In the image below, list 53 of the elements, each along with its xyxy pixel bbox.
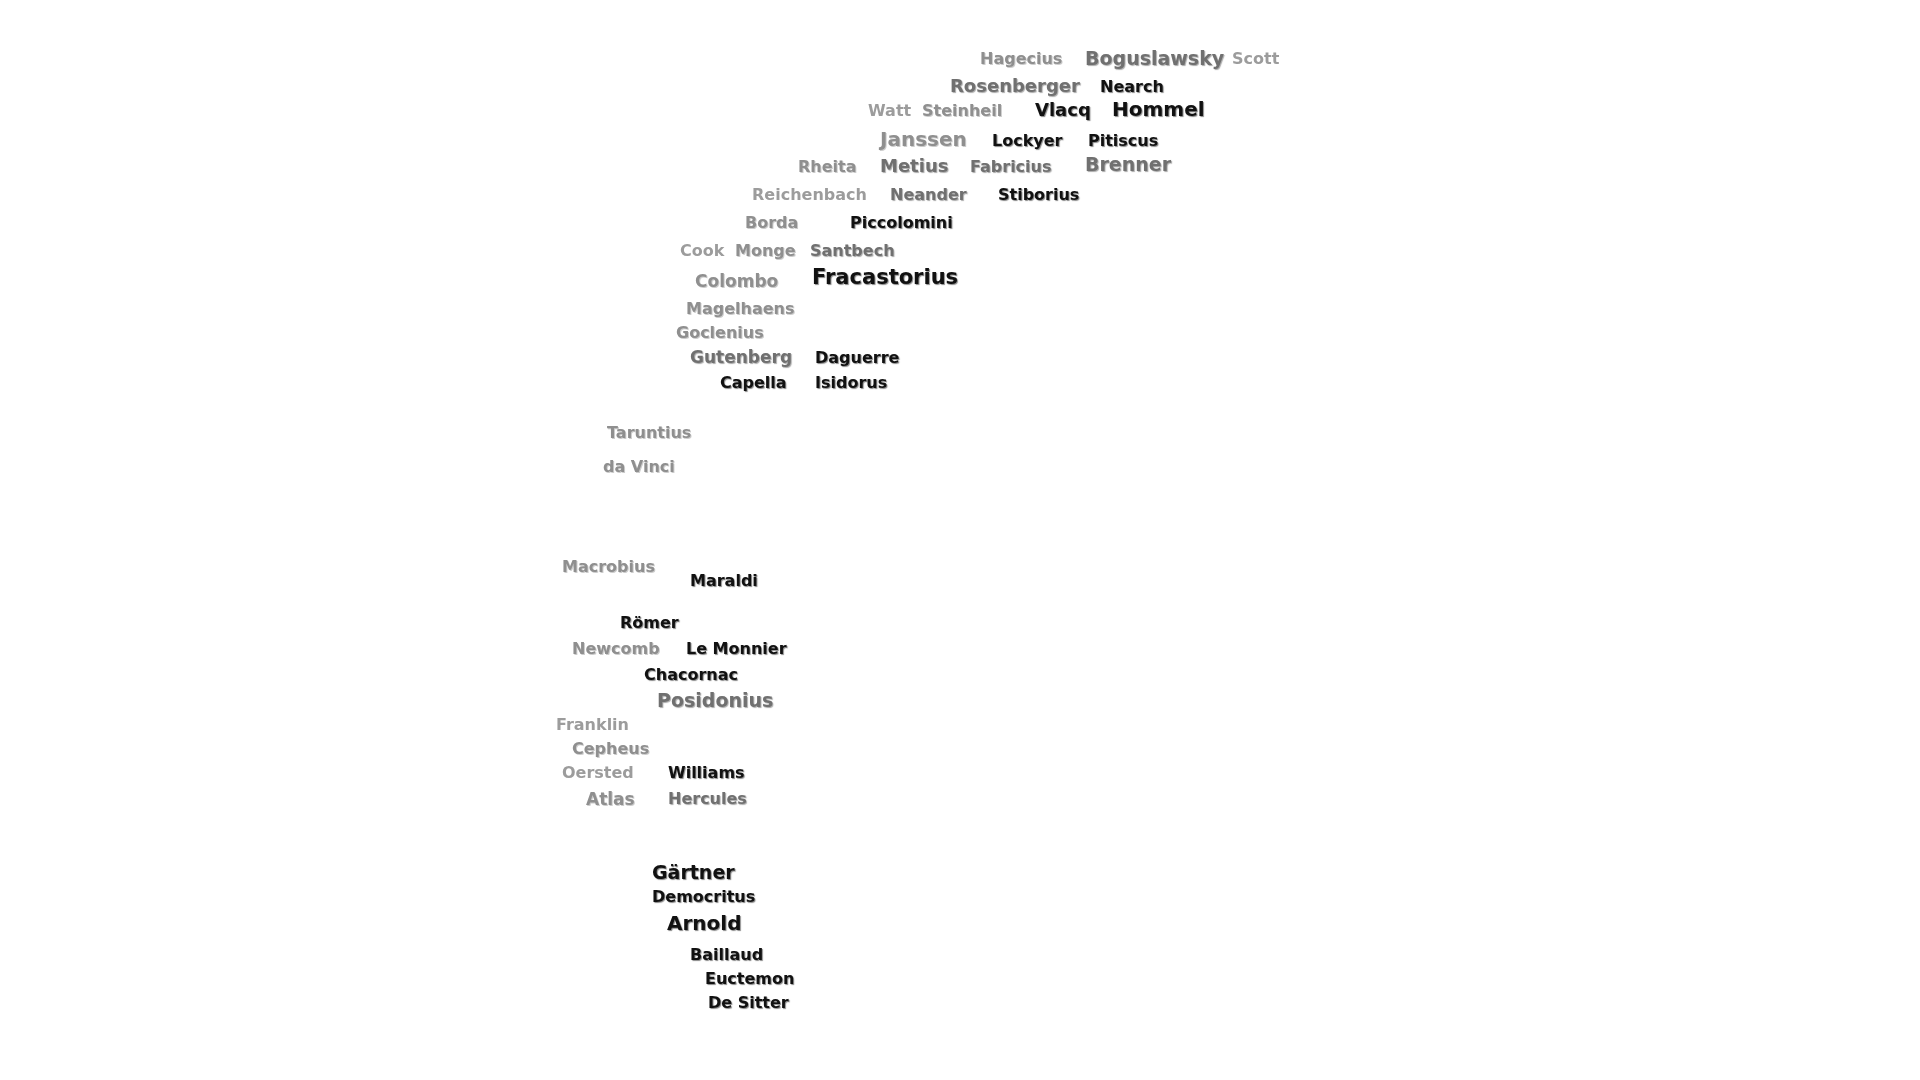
crater-name: Piccolomini <box>850 214 953 232</box>
crater-name: Gärtner <box>652 862 735 883</box>
crater-name: Rheita <box>798 158 857 176</box>
crater-name: Scott <box>1232 50 1280 68</box>
crater-name: Goclenius <box>676 324 764 342</box>
crater-name: Neander <box>890 186 967 204</box>
crater-name: Isidorus <box>815 374 888 392</box>
crater-name: Stiborius <box>998 186 1080 204</box>
crater-name: Nearch <box>1100 78 1164 96</box>
crater-name: Lockyer <box>992 132 1063 150</box>
crater-name: Atlas <box>586 790 635 809</box>
crater-name: Metius <box>880 156 949 176</box>
crater-name: Steinheil <box>922 102 1003 120</box>
crater-name: Euctemon <box>705 970 795 988</box>
crater-name: Arnold <box>667 912 742 934</box>
crater-name: Le Monnier <box>686 640 787 658</box>
crater-name: Rosenberger <box>950 76 1080 96</box>
crater-name: Oersted <box>562 764 634 782</box>
crater-name: Reichenbach <box>752 186 867 204</box>
crater-name: De Sitter <box>708 994 789 1012</box>
crater-name: Monge <box>735 242 796 260</box>
crater-name: Colombo <box>695 272 779 291</box>
crater-name: Newcomb <box>572 640 660 658</box>
crater-name: Hercules <box>668 790 747 808</box>
crater-name: Santbech <box>810 242 895 260</box>
crater-name: Fracastorius <box>812 266 959 290</box>
crater-name: Williams <box>668 764 745 782</box>
crater-name: Brenner <box>1085 154 1172 175</box>
crater-name: Capella <box>720 374 787 392</box>
crater-name: Hagecius <box>980 50 1063 68</box>
crater-name: Römer <box>620 614 679 632</box>
crater-name: Daguerre <box>815 349 900 367</box>
crater-name: Boguslawsky <box>1085 48 1225 69</box>
crater-name: Franklin <box>556 716 629 734</box>
crater-name: Taruntius <box>607 424 692 442</box>
crater-name: Hommel <box>1112 98 1205 120</box>
crater-name: Borda <box>745 214 799 232</box>
crater-name: Janssen <box>880 128 967 150</box>
crater-name: Macrobius <box>562 558 655 576</box>
crater-name: Democritus <box>652 888 756 906</box>
crater-name: Vlacq <box>1035 100 1091 120</box>
crater-name: Chacornac <box>644 666 738 684</box>
crater-name: da Vinci <box>603 458 675 476</box>
crater-name: Magelhaens <box>686 300 795 318</box>
crater-name: Cook <box>680 242 725 260</box>
crater-name: Baillaud <box>690 946 764 964</box>
crater-name: Fabricius <box>970 158 1052 176</box>
crater-name: Pitiscus <box>1088 132 1159 150</box>
crater-name: Watt <box>868 102 912 120</box>
crater-name: Gutenberg <box>690 348 793 367</box>
crater-name: Posidonius <box>657 690 774 711</box>
crater-name: Cepheus <box>572 740 650 758</box>
crater-name: Maraldi <box>690 572 758 590</box>
